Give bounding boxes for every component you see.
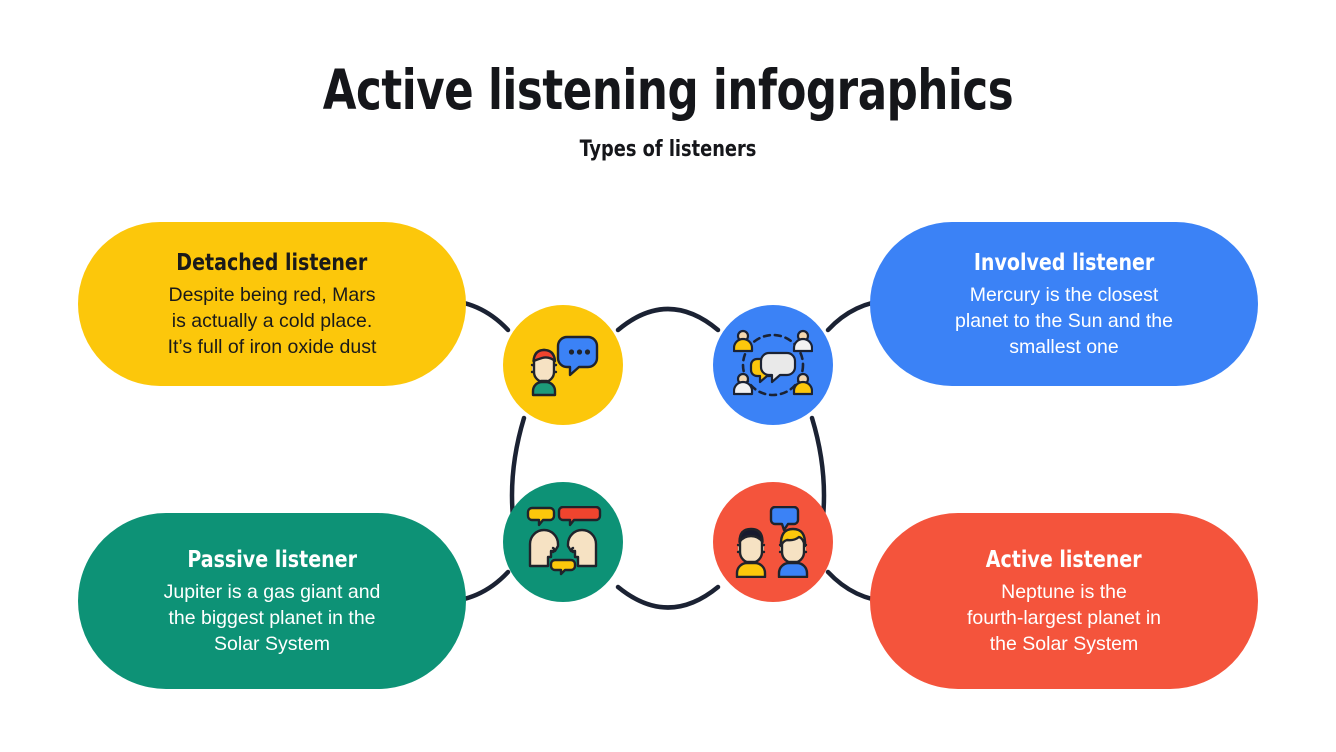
ring-arc-bottom — [615, 584, 721, 610]
icon-circle-detached[interactable] — [503, 305, 623, 425]
person-speech-bubble-icon — [530, 335, 599, 397]
header: Active listening infographics Types of l… — [0, 58, 1336, 163]
card-body-active: Neptune is the fourth-largest planet in … — [966, 581, 1162, 655]
card-body-passive: Jupiter is a gas giant and the biggest p… — [163, 581, 381, 655]
page-subtitle: Types of listeners — [579, 137, 757, 162]
card-title-detached: Detached listener — [176, 250, 368, 276]
icon-circle-involved[interactable] — [713, 305, 833, 425]
card-involved-listener[interactable]: Involved listener Mercury is the closest… — [870, 222, 1258, 386]
group-discussion-icon — [733, 329, 813, 397]
icon-circle-passive[interactable] — [503, 482, 623, 602]
card-title-involved: Involved listener — [973, 250, 1155, 276]
two-people-conversation-icon — [735, 506, 809, 578]
icon-circle-active[interactable] — [713, 482, 833, 602]
card-body-involved: Mercury is the closest planet to the Sun… — [955, 284, 1173, 358]
card-detached-listener[interactable]: Detached listener Despite being red, Mar… — [78, 222, 466, 386]
card-title-active: Active listener — [986, 547, 1142, 573]
card-title-passive: Passive listener — [187, 547, 357, 573]
two-heads-talking-icon — [526, 506, 602, 576]
page-title: Active listening infographics — [322, 58, 1014, 122]
card-active-listener[interactable]: Active listener Neptune is the fourth-la… — [870, 513, 1258, 689]
ring-arc-top — [615, 306, 721, 333]
card-body-detached: Despite being red, Mars is actually a co… — [167, 284, 377, 358]
card-passive-listener[interactable]: Passive listener Jupiter is a gas giant … — [78, 513, 466, 689]
